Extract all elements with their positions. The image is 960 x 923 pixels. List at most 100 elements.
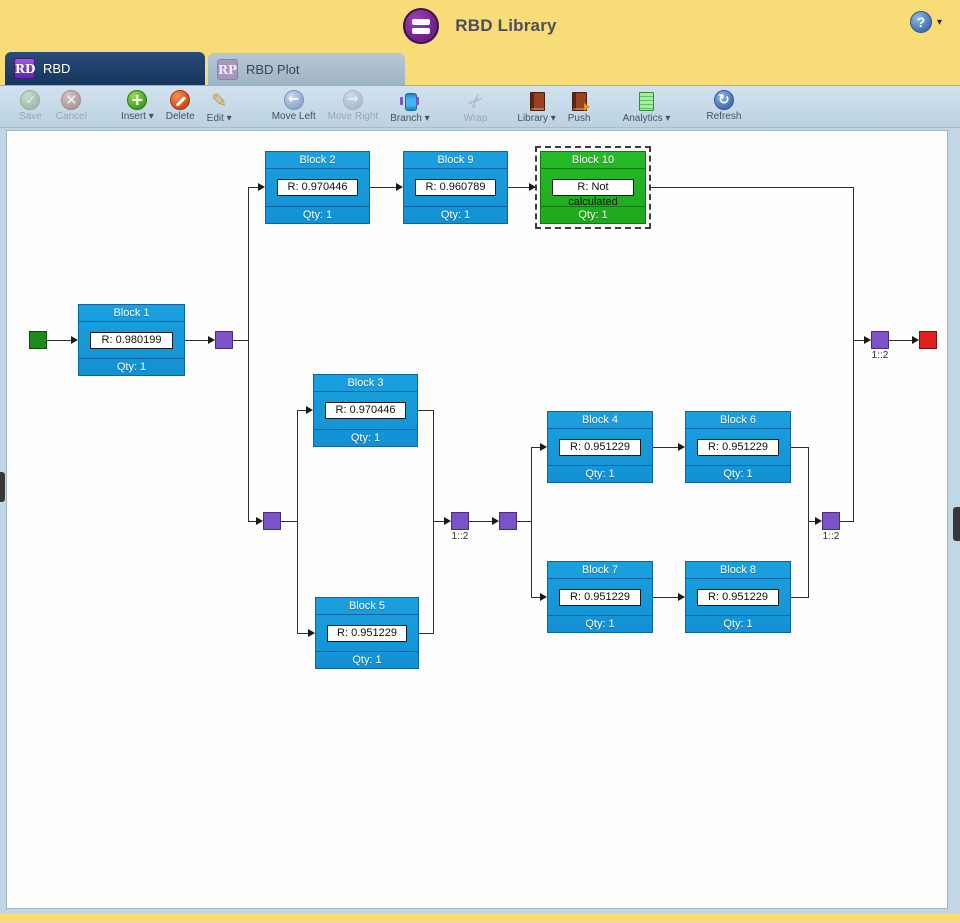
tab-badge-icon: RP bbox=[217, 58, 238, 80]
library-book-icon bbox=[526, 90, 548, 112]
junction-node-j3[interactable] bbox=[451, 512, 469, 530]
block-reliability-value: R: 0.970446 bbox=[325, 402, 406, 419]
block-title: Block 8 bbox=[686, 562, 790, 579]
toolbar-button-move-right: →Move Right bbox=[323, 88, 384, 124]
connector-arrowhead-icon bbox=[678, 593, 685, 601]
connector-line bbox=[297, 410, 306, 411]
connector-line bbox=[233, 340, 249, 341]
save-check-icon: ✓ bbox=[20, 90, 41, 110]
junction-node-j1[interactable] bbox=[215, 331, 233, 349]
toolbar-button-branch[interactable]: Branch ▾ bbox=[385, 88, 434, 126]
left-edge-handle[interactable] bbox=[0, 472, 5, 502]
edit-pencil-icon: ✎ bbox=[211, 90, 228, 112]
block-qty: Qty: 1 bbox=[314, 429, 417, 446]
page-title: RBD Library bbox=[455, 16, 557, 35]
move-right-icon: → bbox=[342, 90, 363, 110]
block-qty: Qty: 1 bbox=[548, 615, 652, 632]
connector-arrowhead-icon bbox=[308, 629, 315, 637]
right-edge-handle[interactable] bbox=[953, 507, 960, 541]
block-title: Block 5 bbox=[316, 598, 418, 615]
end-node-end[interactable] bbox=[919, 331, 937, 349]
connector-line bbox=[297, 633, 308, 634]
block-title: Block 9 bbox=[404, 152, 507, 169]
toolbar-button-refresh[interactable]: ↻Refresh bbox=[701, 88, 746, 124]
connector-line bbox=[419, 633, 434, 634]
block-qty: Qty: 1 bbox=[548, 465, 652, 482]
connector-line bbox=[47, 340, 71, 341]
node-label: 1::2 bbox=[451, 531, 469, 542]
block-title: Block 7 bbox=[548, 562, 652, 579]
connector-arrowhead-icon bbox=[306, 406, 313, 414]
connector-arrowhead-icon bbox=[912, 336, 919, 344]
diagram-canvas[interactable] bbox=[6, 130, 948, 909]
toolbar-button-edit[interactable]: ✎Edit ▾ bbox=[202, 88, 237, 126]
analytics-ledger-icon bbox=[635, 90, 657, 112]
toolbar-button-label: Move Left bbox=[271, 111, 316, 122]
connector-line bbox=[508, 187, 530, 188]
connector-arrowhead-icon bbox=[492, 517, 499, 525]
toolbar-button-push[interactable]: Push bbox=[563, 88, 596, 126]
connector-arrowhead-icon bbox=[256, 517, 263, 525]
connector-line bbox=[531, 447, 532, 597]
toolbar-button-label: Analytics ▾ bbox=[622, 113, 671, 124]
connector-arrowhead-icon bbox=[540, 593, 547, 601]
tab-label: RBD bbox=[43, 61, 71, 76]
toolbar-button-label: Cancel bbox=[55, 111, 87, 122]
block-reliability-value: R: 0.951229 bbox=[697, 439, 779, 456]
connector-line bbox=[185, 340, 208, 341]
tab-label: RBD Plot bbox=[246, 61, 300, 77]
connector-arrowhead-icon bbox=[208, 336, 215, 344]
help-icon: ? bbox=[909, 11, 932, 33]
toolbar-button-delete[interactable]: Delete bbox=[161, 88, 200, 124]
junction-node-j4[interactable] bbox=[499, 512, 517, 530]
connector-line bbox=[840, 521, 854, 522]
toolbar-button-library[interactable]: Library ▾ bbox=[512, 88, 560, 126]
logo-block-bar bbox=[412, 18, 431, 25]
junction-node-jf[interactable] bbox=[871, 331, 889, 349]
connector-line bbox=[808, 521, 815, 522]
toolbar-button-insert[interactable]: +Insert ▾ bbox=[116, 88, 159, 124]
toolbar-button-label: Move Right bbox=[327, 111, 379, 122]
rbd-app-logo-icon bbox=[403, 8, 440, 44]
connector-line bbox=[889, 340, 912, 341]
connector-arrowhead-icon bbox=[396, 183, 403, 191]
block-title: Block 6 bbox=[686, 412, 790, 429]
tab-rbd-plot[interactable]: RP RBD Plot bbox=[208, 53, 405, 85]
connector-arrowhead-icon bbox=[864, 336, 871, 344]
node-label: 1::2 bbox=[871, 350, 889, 361]
start-node-start[interactable] bbox=[29, 331, 47, 349]
toolbar: ✓Save×Cancel+Insert ▾Delete✎Edit ▾←Move … bbox=[0, 85, 960, 128]
toolbar-button-label: Edit ▾ bbox=[206, 113, 232, 124]
toolbar-button-move-left[interactable]: ←Move Left bbox=[267, 88, 321, 124]
connector-line bbox=[791, 597, 809, 598]
toolbar-button-analytics[interactable]: Analytics ▾ bbox=[618, 88, 676, 126]
junction-node-j5[interactable] bbox=[822, 512, 840, 530]
connector-line bbox=[653, 597, 678, 598]
toolbar-button-label: Push bbox=[567, 113, 591, 124]
cancel-x-icon: × bbox=[61, 90, 82, 110]
toolbar-button-label: Library ▾ bbox=[517, 113, 556, 124]
junction-node-j2[interactable] bbox=[263, 512, 281, 530]
toolbar-button-label: Delete bbox=[165, 111, 195, 122]
connector-line bbox=[248, 187, 258, 188]
block-reliability-value: R: 0.970446 bbox=[277, 179, 358, 196]
connector-line bbox=[248, 187, 249, 521]
help-menu-button[interactable]: ? ▾ bbox=[909, 11, 942, 33]
block-qty: Qty: 1 bbox=[541, 206, 645, 223]
connector-arrowhead-icon bbox=[529, 183, 536, 191]
block-qty: Qty: 1 bbox=[686, 615, 790, 632]
toolbar-button-wrap: ✂Wrap bbox=[459, 88, 493, 126]
connector-line bbox=[653, 447, 678, 448]
